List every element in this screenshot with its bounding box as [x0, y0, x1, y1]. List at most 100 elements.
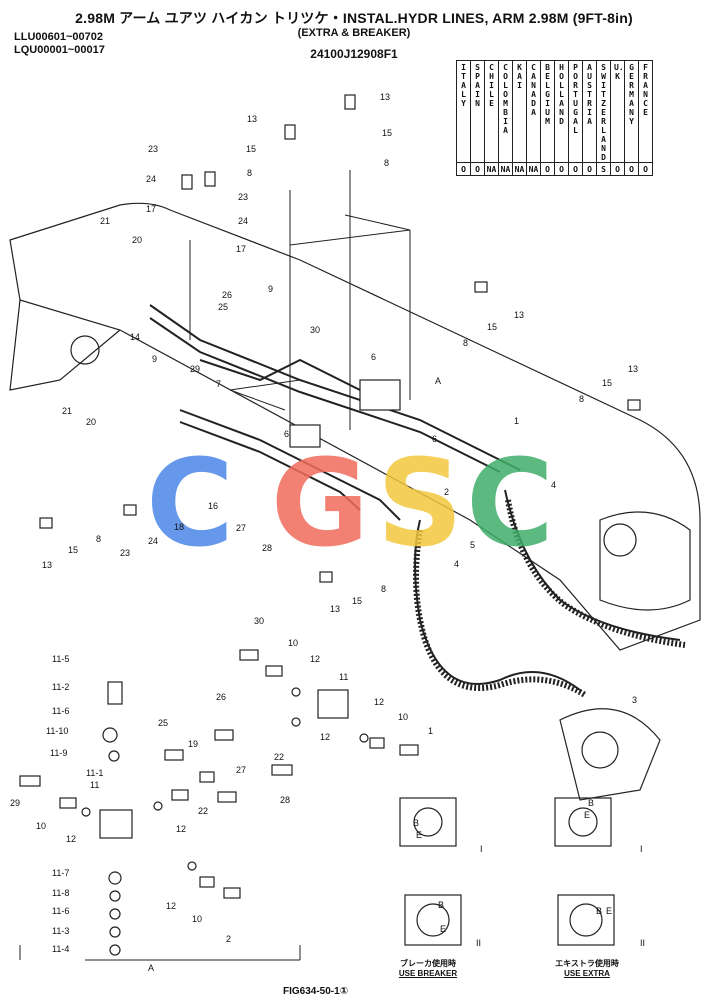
leader-lines	[19, 170, 411, 961]
part-callout: 10	[288, 638, 298, 648]
part-callout: 2	[226, 934, 231, 944]
part-callout: 11-5	[52, 654, 69, 664]
part-callout: 4	[454, 559, 459, 569]
part-callout: 11-3	[52, 926, 69, 936]
part-callout: B	[588, 798, 594, 808]
part-callout: 30	[310, 325, 320, 335]
figure-number: FIG634-50-1①	[283, 986, 349, 997]
part-number: 24100J12908F1	[310, 47, 398, 61]
part-callout: 3	[632, 695, 637, 705]
country-name: PORTUGAL	[573, 63, 578, 135]
port-detail-views	[399, 797, 615, 946]
part-callout: I	[640, 844, 643, 854]
part-callout: 20	[86, 417, 96, 427]
part-callout: 8	[247, 168, 252, 178]
part-callout: 2	[444, 487, 449, 497]
part-callout: 8	[463, 338, 468, 348]
part-callout: 14	[130, 332, 140, 342]
part-callout: 27	[236, 765, 246, 775]
country-name: KAI	[517, 63, 522, 90]
country-name: ITALY	[461, 63, 466, 108]
caption-use-extra: エキストラ使用時 USE EXTRA	[542, 958, 632, 978]
caption-use-breaker: ブレーカ使用時 USE BREAKER	[388, 958, 468, 978]
part-callout: 11	[90, 780, 99, 790]
part-callout: E	[440, 924, 446, 934]
country-name: CHILE	[489, 63, 494, 108]
part-callout: 15	[487, 322, 497, 332]
part-callout: 11-6	[52, 706, 69, 716]
part-callout: 11-8	[52, 888, 69, 898]
diagram-subtitle: (EXTRA & BREAKER)	[297, 27, 411, 39]
part-callout: 13	[628, 364, 638, 374]
part-callout: 6	[284, 429, 289, 439]
part-callout: I	[480, 844, 483, 854]
part-callout: 25	[158, 718, 168, 728]
part-callout: 21	[62, 406, 72, 416]
watermark-letter: C	[146, 435, 234, 574]
part-callout: 15	[246, 144, 256, 154]
part-callout: II	[476, 938, 481, 948]
part-callout: 12	[320, 732, 330, 742]
part-callout: 19	[188, 739, 198, 749]
part-callout: 10	[192, 914, 202, 924]
part-callout: 20	[132, 235, 142, 245]
country-mark: O	[610, 162, 625, 176]
country-name-cell: FRANCE	[638, 60, 653, 163]
part-callout: 15	[602, 378, 612, 388]
fittings	[19, 94, 641, 956]
part-callout: 24	[148, 536, 158, 546]
arm-structure	[9, 202, 701, 801]
country-name-cell: GERMANY	[624, 60, 639, 163]
part-callout: 16	[208, 501, 218, 511]
part-callout: B	[596, 906, 602, 916]
part-callout: 5	[470, 540, 475, 550]
country-name: U.K	[614, 63, 624, 81]
part-callout: E	[584, 810, 590, 820]
part-callout: 22	[274, 752, 284, 762]
part-callout: 1	[514, 416, 519, 426]
part-callout: 15	[382, 128, 392, 138]
part-callout: 13	[42, 560, 52, 570]
country-name: AUSTRIA	[587, 63, 592, 126]
part-callout: 12	[310, 654, 320, 664]
part-callout: 23	[148, 144, 158, 154]
part-callout: 28	[280, 795, 290, 805]
diagram-title: 2.98M アーム ユアツ ハイカン トリツケ・INSTAL.HYDR LINE…	[75, 10, 633, 26]
part-callout: 8	[384, 158, 389, 168]
part-callout: 13	[380, 92, 390, 102]
part-callout: 1	[428, 726, 433, 736]
part-callout: 21	[100, 216, 110, 226]
part-callout: 11-6	[52, 906, 69, 916]
part-callout: 17	[146, 204, 156, 214]
caption-use-extra-en: USE EXTRA	[564, 969, 610, 978]
watermark-letter: S	[377, 435, 463, 574]
callout-labels: 1315813158232423241717212026925301469297…	[10, 92, 645, 973]
part-callout: 29	[190, 364, 200, 374]
caption-use-breaker-en: USE BREAKER	[398, 969, 458, 978]
part-callout: 9	[152, 354, 157, 364]
part-callout: 8	[96, 534, 101, 544]
part-callout: 6	[432, 434, 437, 444]
part-callout: A	[435, 376, 441, 386]
country-name: GERMANY	[629, 63, 634, 126]
part-callout: 23	[120, 548, 130, 558]
country-name: COLOMBIA	[503, 63, 508, 135]
part-callout: 11-2	[52, 682, 69, 692]
part-callout: 8	[381, 584, 386, 594]
serial-range-2: LQU00001~00017	[14, 44, 105, 56]
part-callout: 18	[174, 522, 184, 532]
country-mark: O	[540, 162, 555, 176]
part-callout: 15	[352, 596, 362, 606]
part-callout: 26	[216, 692, 226, 702]
part-callout: 24	[146, 174, 156, 184]
part-callout: 13	[247, 114, 257, 124]
part-callout: E	[606, 906, 612, 916]
part-callout: 4	[551, 480, 556, 490]
part-callout: B	[438, 900, 444, 910]
country-name: FRANCE	[643, 63, 648, 117]
part-callout: 10	[398, 712, 408, 722]
part-callout: 24	[238, 216, 248, 226]
part-callout: 26	[222, 290, 232, 300]
